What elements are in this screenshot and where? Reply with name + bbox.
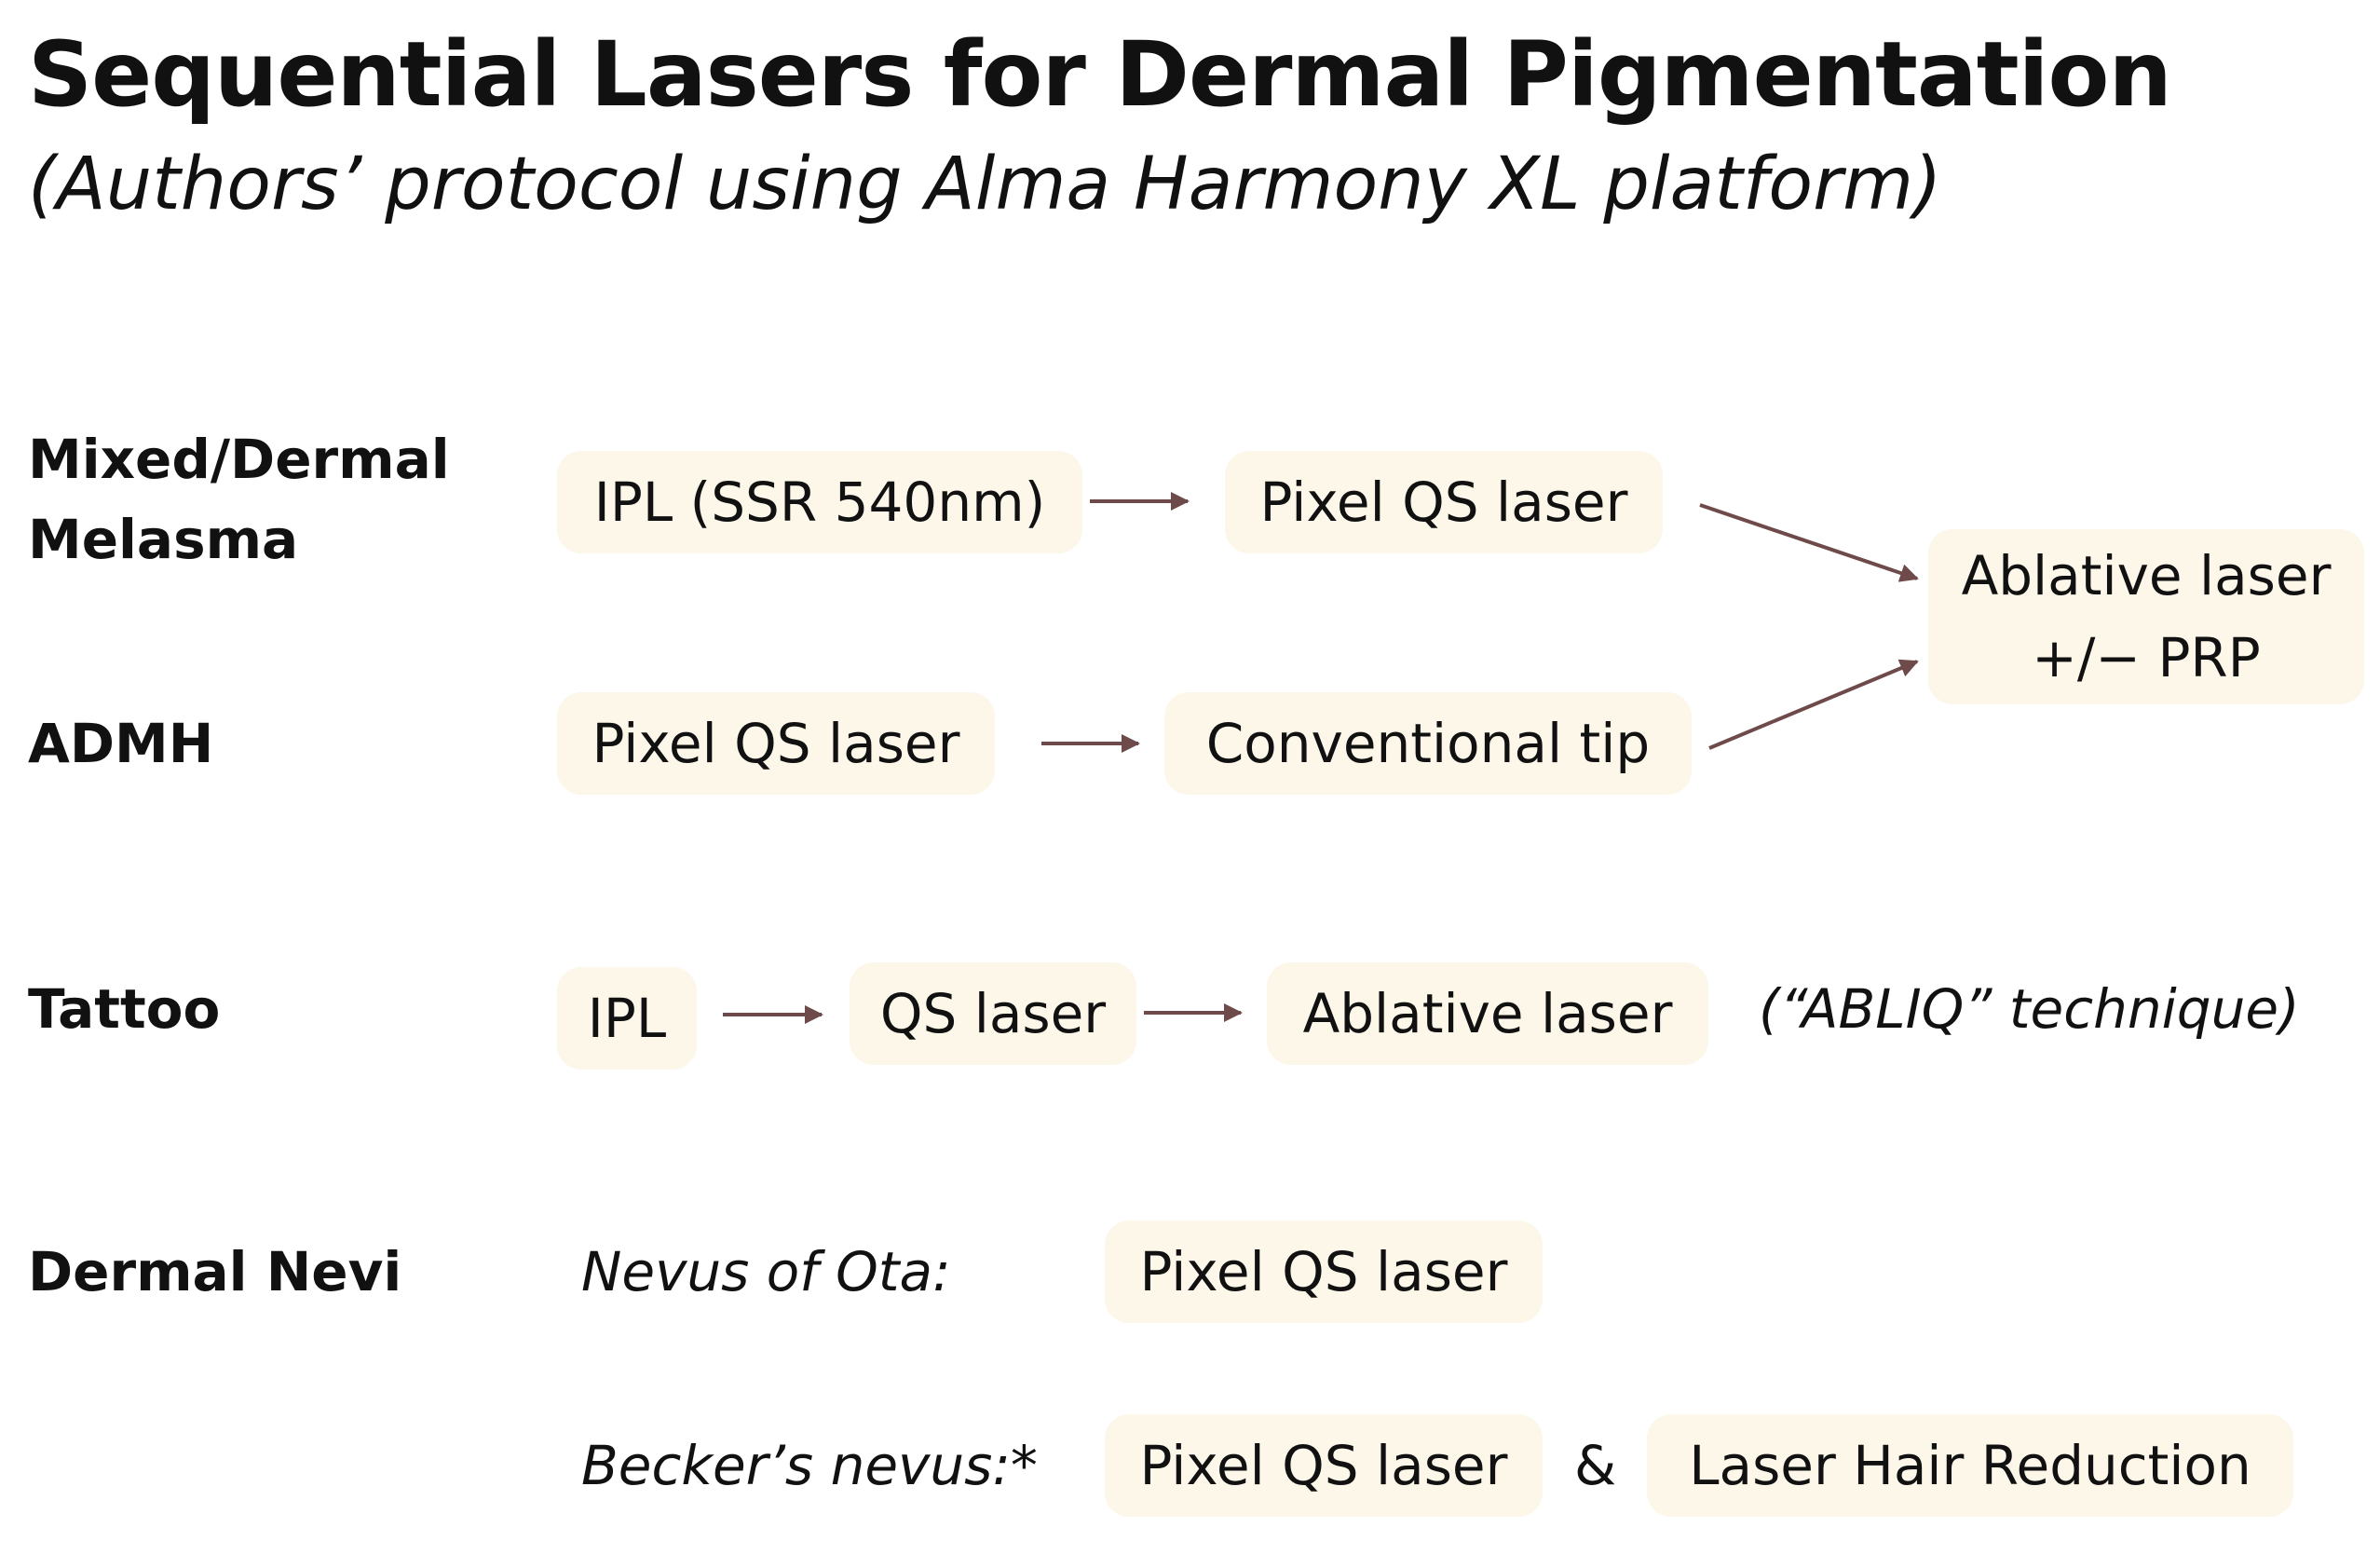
diagram-title: Sequential Lasers for Dermal Pigmentatio… bbox=[28, 22, 2172, 127]
melasma-step-pixel-qs: Pixel QS laser bbox=[1225, 451, 1663, 553]
tattoo-step-qs-laser: QS laser bbox=[850, 962, 1136, 1065]
merge-node-ablative-prp: Ablative laser +/− PRP bbox=[1928, 529, 2364, 704]
admh-step-pixel-qs: Pixel QS laser bbox=[557, 692, 995, 795]
row-label-tattoo: Tattoo bbox=[28, 977, 221, 1041]
melasma-step-ipl: IPL (SSR 540nm) bbox=[557, 451, 1082, 553]
becker-step-pixel-qs: Pixel QS laser bbox=[1105, 1414, 1543, 1517]
tattoo-step-ipl: IPL bbox=[557, 967, 697, 1070]
merge-node-line2: +/− PRP bbox=[2032, 626, 2261, 689]
row-label-melasma-line1: Mixed/Dermal bbox=[28, 428, 450, 491]
row-label-dermal-nevi: Dermal Nevi bbox=[28, 1240, 402, 1303]
arrow-melasma-pixel-to-ablative bbox=[1699, 503, 1919, 582]
admh-step-conventional-tip: Conventional tip bbox=[1164, 692, 1692, 795]
row-label-melasma-line2: Melasma bbox=[28, 508, 299, 571]
merge-node-line1: Ablative laser bbox=[1961, 544, 2332, 607]
nevus-of-ota-label: Nevus of Ota: bbox=[581, 1240, 951, 1303]
arrow-admh-conventional-to-ablative bbox=[1708, 659, 1919, 750]
diagram-subtitle: (Authors’ protocol using Alma Harmony XL… bbox=[28, 143, 1942, 226]
becker-ampersand: & bbox=[1574, 1434, 1617, 1497]
tattoo-technique-note: (“ABLIQ” technique) bbox=[1759, 977, 2300, 1041]
becker-step-laser-hair-reduction: Laser Hair Reduction bbox=[1647, 1414, 2293, 1517]
beckers-nevus-label: Becker’s nevus:* bbox=[581, 1434, 1038, 1497]
row-label-admh: ADMH bbox=[28, 712, 214, 775]
ota-step-pixel-qs: Pixel QS laser bbox=[1105, 1221, 1543, 1323]
tattoo-step-ablative-laser: Ablative laser bbox=[1267, 962, 1708, 1065]
